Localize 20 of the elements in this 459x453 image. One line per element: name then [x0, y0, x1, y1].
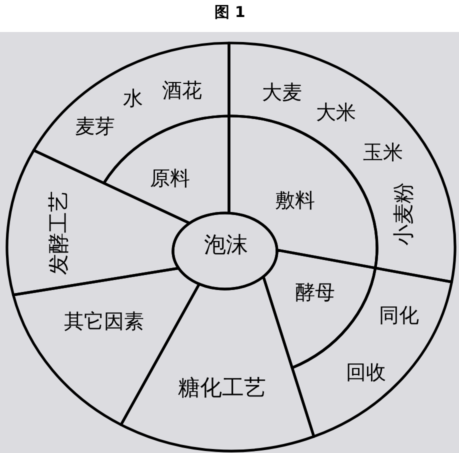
segment-label: 麦芽: [75, 116, 115, 136]
figure-title: 图 1: [214, 3, 246, 22]
segment-label: 回收: [346, 362, 386, 382]
segment-label: 大麦: [262, 82, 302, 102]
segment-label: 大米: [316, 102, 356, 122]
ring-segment: [4, 148, 191, 297]
segment-label: 水: [123, 88, 143, 108]
segment-label: 小麦粉: [394, 182, 414, 246]
segment-label: 糖化工艺: [178, 378, 266, 400]
segment-label: 原料: [150, 168, 190, 188]
segment-label: 酒花: [162, 80, 202, 100]
segment-label: 酵母: [295, 282, 335, 302]
segment-label: 玉米: [363, 142, 403, 162]
segment-label: 发酵工艺: [48, 191, 70, 275]
ring-segment: [290, 265, 454, 438]
segment-label: 敷料: [275, 190, 315, 210]
center-label: 泡沫: [204, 235, 248, 257]
segment-label: 同化: [379, 305, 419, 325]
ring-segment: [227, 41, 458, 284]
segment-label: 其它因素: [64, 311, 144, 331]
